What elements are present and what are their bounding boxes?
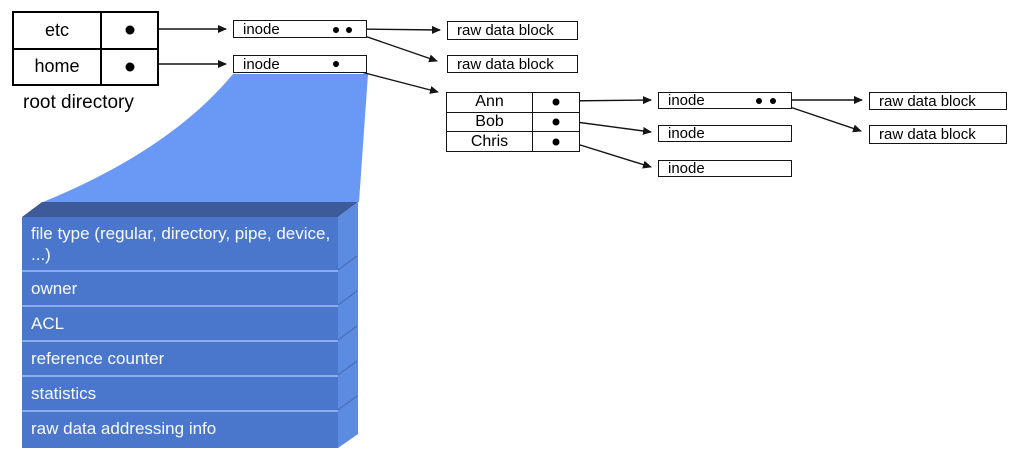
- pointer-dot: [770, 98, 776, 104]
- inode-label: inode: [668, 160, 705, 177]
- entry-name: Chris: [470, 132, 509, 150]
- inode-box-home: inode: [233, 55, 367, 73]
- inode-zoom-funnel: [43, 74, 368, 202]
- inode-label: inode: [668, 125, 705, 142]
- entry-name: Ann: [475, 93, 504, 111]
- entry-pointer-cell: [100, 13, 157, 48]
- pointer-dot: [552, 98, 560, 106]
- raw-data-block-4: raw data block: [869, 125, 1007, 144]
- root-directory-label: root directory: [23, 92, 134, 113]
- pointer-dot: [333, 27, 339, 33]
- raw-data-block-3: raw data block: [869, 92, 1007, 110]
- entry-pointer-cell: [532, 93, 579, 112]
- raw-data-block-1: raw data block: [447, 21, 578, 40]
- home-dir-row-chris: Chris: [447, 131, 579, 152]
- entry-pointer-cell: [100, 49, 157, 84]
- raw-data-block-label: raw data block: [457, 22, 554, 39]
- pointer-dot: [756, 98, 762, 104]
- inode-detail-row-raw-data-addressing: raw data addressing info: [22, 410, 338, 448]
- pointer-dot: [125, 62, 134, 72]
- inode-detail-box: file type (regular, directory, pipe, dev…: [22, 217, 338, 448]
- inode-label: inode: [668, 92, 705, 109]
- pointer-dot: [125, 25, 134, 35]
- home-directory-table: Ann Bob Chris: [446, 92, 580, 152]
- inode-label: inode: [243, 20, 280, 38]
- root-directory-table: etc home: [12, 11, 159, 86]
- inode-detail-row-acl: ACL: [22, 305, 338, 340]
- home-dir-row-ann: Ann: [447, 93, 579, 112]
- home-dir-row-bob: Bob: [447, 111, 579, 132]
- inode-detail-row-file-type: file type (regular, directory, pipe, dev…: [31, 224, 331, 264]
- entry-name: Bob: [475, 113, 504, 130]
- inode-detail-row-reference-counter: reference counter: [22, 340, 338, 375]
- raw-data-block-2: raw data block: [447, 55, 578, 73]
- inode-box-ann: inode: [658, 92, 792, 109]
- entry-name: etc: [44, 19, 69, 40]
- inode-box-chris: inode: [658, 160, 792, 177]
- entry-pointer-cell: [532, 112, 579, 132]
- inode-box-bob: inode: [658, 125, 792, 142]
- inode-label: inode: [243, 55, 280, 73]
- entry-name: home: [34, 56, 80, 77]
- raw-data-block-label: raw data block: [879, 126, 976, 143]
- pointer-dot: [552, 118, 560, 126]
- pointer-dot: [346, 27, 352, 33]
- inode-detail-side-bevels: [337, 255, 358, 411]
- root-dir-row-etc: etc: [14, 13, 157, 48]
- raw-data-block-label: raw data block: [457, 55, 554, 73]
- raw-data-block-label: raw data block: [879, 92, 976, 110]
- inode-detail-top-face: [22, 202, 358, 217]
- pointer-dot: [552, 138, 560, 146]
- inode-detail-row-statistics: statistics: [22, 375, 338, 410]
- inode-detail-side-face: [338, 202, 358, 448]
- pointer-dot: [333, 61, 339, 67]
- root-dir-row-home: home: [14, 47, 157, 84]
- entry-pointer-cell: [532, 132, 579, 152]
- inode-detail-row-owner: owner: [22, 270, 338, 305]
- inode-box-etc: inode: [233, 20, 367, 38]
